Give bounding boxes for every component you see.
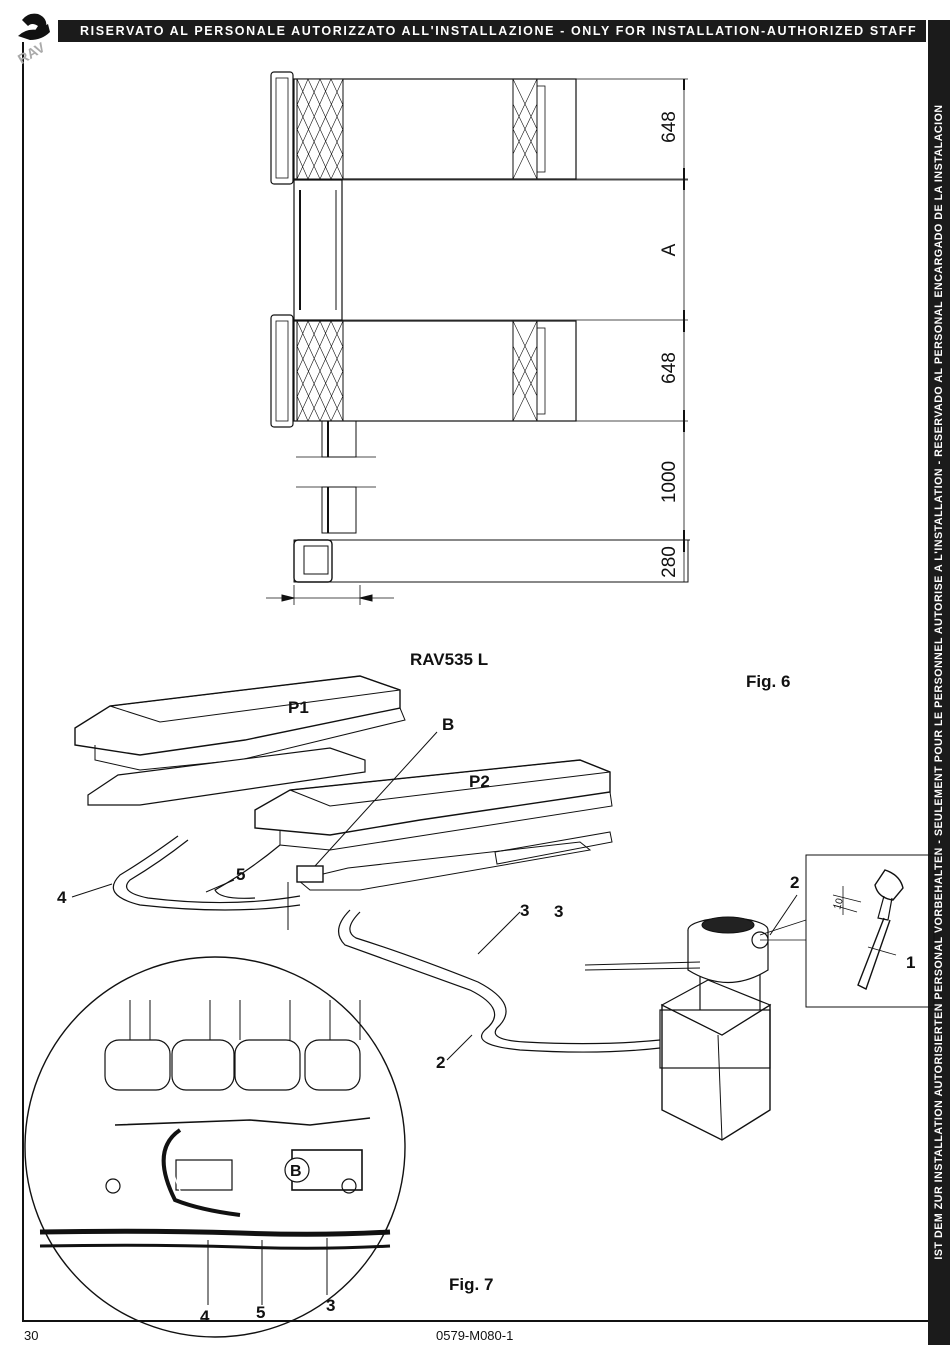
- header-banner-text: RISERVATO AL PERSONALE AUTORIZZATO ALL'I…: [80, 24, 918, 38]
- fig6-dimension-labels: 648 A 648 1000 280: [659, 111, 680, 578]
- label-1-dipstick: 1: [906, 953, 915, 972]
- dim-a: A: [659, 243, 680, 256]
- fig7-pump-unit: [584, 894, 798, 1141]
- side-banner: [928, 20, 950, 1345]
- fig7-dipstick-inset: [759, 854, 935, 1008]
- label-5-detail: 5: [256, 1303, 265, 1322]
- document-code: 0579-M080-1: [436, 1328, 514, 1343]
- label-3-pump: 3: [554, 902, 563, 921]
- label-b-top: B: [442, 715, 454, 734]
- label-4-left: 4: [57, 888, 67, 907]
- fig7-hoses: [71, 731, 661, 1061]
- frame-left-border: [22, 42, 24, 1320]
- label-3-detail: 3: [326, 1296, 335, 1315]
- label-3-center: 3: [520, 901, 529, 920]
- label-4-detail: 4: [200, 1307, 210, 1326]
- label-b-detail: B: [290, 1163, 302, 1180]
- dim-648-top: 648: [659, 111, 680, 143]
- fig6-caption: Fig. 6: [746, 672, 790, 691]
- label-2-pump: 2: [790, 873, 799, 892]
- label-2-bottom: 2: [436, 1053, 445, 1072]
- label-10-dim: 10: [832, 897, 846, 911]
- header-banner: RISERVATO AL PERSONALE AUTORIZZATO ALL'I…: [58, 20, 926, 42]
- dim-1000: 1000: [659, 461, 680, 503]
- fig7-caption: Fig. 7: [449, 1275, 493, 1294]
- fig7-platforms: [74, 675, 613, 891]
- label-5-top: 5: [236, 865, 245, 884]
- page-number: 30: [24, 1328, 39, 1343]
- label-p1: P1: [288, 698, 309, 717]
- dim-648-bottom: 648: [659, 352, 680, 384]
- dim-280: 280: [659, 546, 680, 578]
- fig6-model-label: RAV535 L: [410, 650, 488, 669]
- label-p2: P2: [469, 772, 490, 791]
- frame-bottom-border: [22, 1320, 928, 1322]
- fig7-detail-circle: [24, 956, 406, 1338]
- fig6-plan-view: [266, 71, 690, 605]
- rav-logo-icon: RAV: [15, 13, 50, 66]
